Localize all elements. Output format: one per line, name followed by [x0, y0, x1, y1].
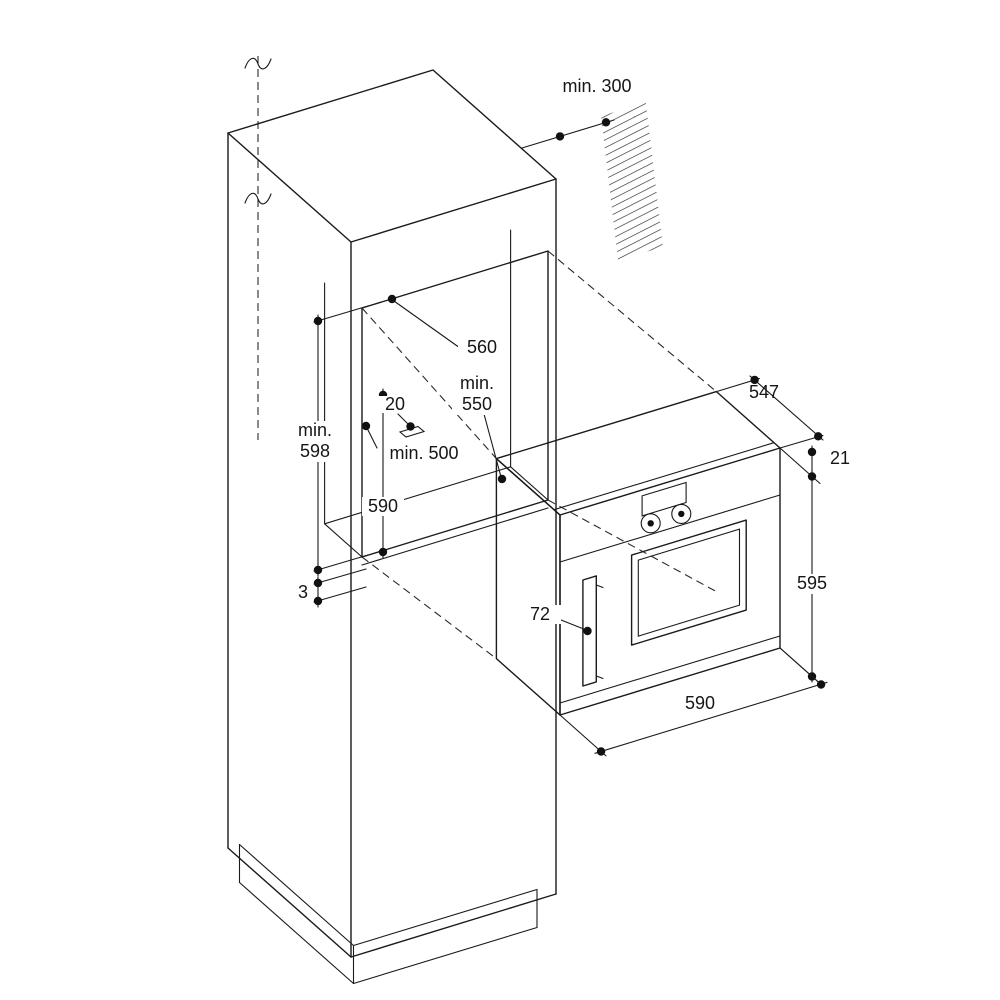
- dim-label-front-overhang: 21: [830, 448, 850, 468]
- cabinet-plinth: [238, 843, 538, 985]
- dim-niche-depth-bottom-leader: [361, 421, 378, 449]
- dim-label-niche-width: 560: [467, 337, 497, 357]
- dim-oven-height: [779, 447, 821, 685]
- dim-niche-width-leader: [387, 294, 461, 349]
- control-panel-edge: [559, 494, 781, 563]
- oven-front-face: [559, 447, 781, 716]
- oven-top-face: [495, 390, 781, 516]
- dim-label-niche-depth-bottom: min. 500: [389, 443, 458, 463]
- break-squiggle-icon: [244, 192, 272, 205]
- door-window-outer: [630, 519, 747, 646]
- dim-label-niche-depth-min-1: min.: [460, 373, 494, 393]
- dim-label-rear-step: 20: [385, 394, 405, 414]
- dim-label-niche-height-min-1: min.: [298, 420, 332, 440]
- control-knob-icon: [671, 503, 692, 524]
- dim-oven-width: [559, 647, 828, 757]
- door-handle: [582, 575, 604, 687]
- niche-shelf-lip: [361, 507, 549, 566]
- dimension-labels: min. 300 560 min. 550 20 min. 500 min. 5…: [293, 76, 850, 713]
- dim-label-shelf-gap: 3: [298, 582, 308, 602]
- dim-label-niche-depth-min-2: 550: [462, 394, 492, 414]
- niche-interior: [324, 229, 549, 558]
- dim-oven-depth: [715, 375, 824, 449]
- oven-side-panel: [495, 457, 561, 716]
- door-bottom-edge: [559, 635, 781, 704]
- cabinet-outline: [227, 69, 557, 985]
- dim-niche-depth-leader: [483, 413, 507, 484]
- dim-niche-inner-height: [378, 388, 388, 559]
- dim-shelf-gap: [313, 568, 367, 608]
- display-panel: [641, 481, 687, 517]
- dim-label-wall-clearance: min. 300: [562, 76, 631, 96]
- dim-label-oven-depth: 547: [749, 382, 779, 402]
- wall-hatch: [521, 103, 663, 260]
- break-squiggle-icon: [244, 57, 272, 70]
- dim-label-oven-height: 595: [797, 573, 827, 593]
- dim-label-handle-projection: 72: [530, 604, 550, 624]
- continuation-centerline: [244, 56, 272, 440]
- hatched-wall: [601, 103, 663, 260]
- control-knob-icon: [640, 513, 661, 534]
- niche-opening: [324, 229, 549, 566]
- dim-label-niche-inner-height: 590: [368, 496, 398, 516]
- door-window-inner: [637, 528, 741, 637]
- dim-rear-step-leader: [397, 413, 415, 431]
- projection-lines: [361, 250, 717, 660]
- oven-top-seam: [553, 442, 775, 511]
- dim-label-oven-width: 590: [685, 693, 715, 713]
- dim-label-niche-height-min-2: 598: [300, 441, 330, 461]
- dim-handle-projection: [555, 617, 592, 636]
- oven: [495, 390, 781, 716]
